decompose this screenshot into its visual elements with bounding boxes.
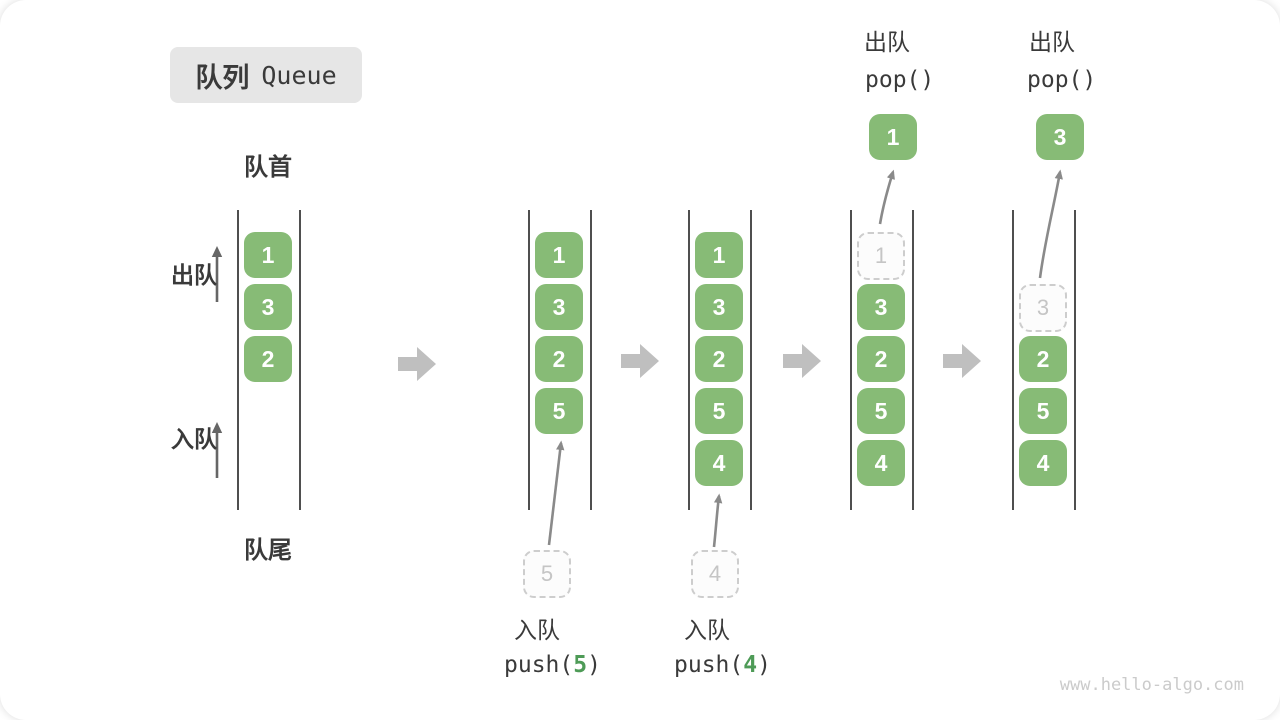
queue-cell: 1 [535, 232, 583, 278]
queue-rear-label: 队尾 [244, 537, 292, 564]
queue-cell: 3 [244, 284, 292, 330]
queue-cell-dashed: 3 [1019, 284, 1067, 332]
enqueue-code-prefix: push( [674, 652, 744, 678]
queue-wall [299, 210, 301, 510]
queue-cell: 3 [857, 284, 905, 330]
diagram-title-zh: 队列 [195, 62, 250, 93]
dequeue-code: pop() [1027, 67, 1097, 93]
move-arrow-icon [1038, 169, 1063, 279]
queue-cell: 2 [695, 336, 743, 382]
block-arrow-icon [621, 344, 659, 378]
dequeue-label: 出队 [1029, 29, 1075, 55]
dequeue-code: pop() [865, 67, 935, 93]
enqueue-code: push(4) [674, 654, 771, 677]
block-arrow-icon [783, 344, 821, 378]
queue-cell: 2 [857, 336, 905, 382]
enqueue-code-arg: 5 [573, 652, 588, 678]
queue-cell: 1 [244, 232, 292, 278]
queue-cell: 5 [535, 388, 583, 434]
queue-wall [688, 210, 690, 510]
popped-cell: 1 [869, 114, 917, 160]
queue-cell: 1 [695, 232, 743, 278]
queue-wall [750, 210, 752, 510]
diagram-title-box: 队列 Queue [170, 47, 362, 103]
enqueue-code-suffix: ) [757, 652, 771, 678]
queue-cell: 2 [535, 336, 583, 382]
block-arrow-icon [398, 347, 436, 381]
enqueue-code-prefix: push( [504, 652, 574, 678]
queue-wall [528, 210, 530, 510]
queue-cell: 5 [1019, 388, 1067, 434]
popped-cell: 3 [1036, 114, 1084, 160]
staged-cell: 4 [691, 550, 739, 598]
enqueue-label: 入队 [514, 617, 560, 643]
queue-cell: 4 [857, 440, 905, 486]
queue-cell: 5 [695, 388, 743, 434]
enqueue-label: 入队 [684, 617, 730, 643]
queue-cell: 2 [1019, 336, 1067, 382]
move-arrow-icon [878, 169, 895, 225]
enqueue-code-arg: 4 [743, 652, 758, 678]
queue-cell: 4 [1019, 440, 1067, 486]
diagram-title-en: Queue [261, 60, 337, 90]
enqueue-side-label: 入队 [171, 426, 217, 452]
dequeue-label: 出队 [864, 29, 910, 55]
enqueue-code-suffix: ) [587, 652, 601, 678]
move-arrow-icon [547, 440, 565, 546]
queue-front-label: 队首 [244, 154, 292, 181]
block-arrow-icon [943, 344, 981, 378]
move-arrow-icon [712, 493, 723, 548]
queue-cell: 3 [695, 284, 743, 330]
queue-cell: 4 [695, 440, 743, 486]
watermark-url: www.hello-algo.com [1059, 675, 1244, 695]
queue-wall [237, 210, 239, 510]
queue-wall [912, 210, 914, 510]
queue-wall [1012, 210, 1014, 510]
queue-cell: 5 [857, 388, 905, 434]
queue-wall [850, 210, 852, 510]
queue-cell: 3 [535, 284, 583, 330]
dequeue-side-label: 出队 [171, 262, 217, 288]
queue-cell-dashed: 1 [857, 232, 905, 280]
queue-cell: 2 [244, 336, 292, 382]
queue-wall [1074, 210, 1076, 510]
enqueue-code: push(5) [504, 654, 601, 677]
queue-wall [590, 210, 592, 510]
staged-cell: 5 [523, 550, 571, 598]
